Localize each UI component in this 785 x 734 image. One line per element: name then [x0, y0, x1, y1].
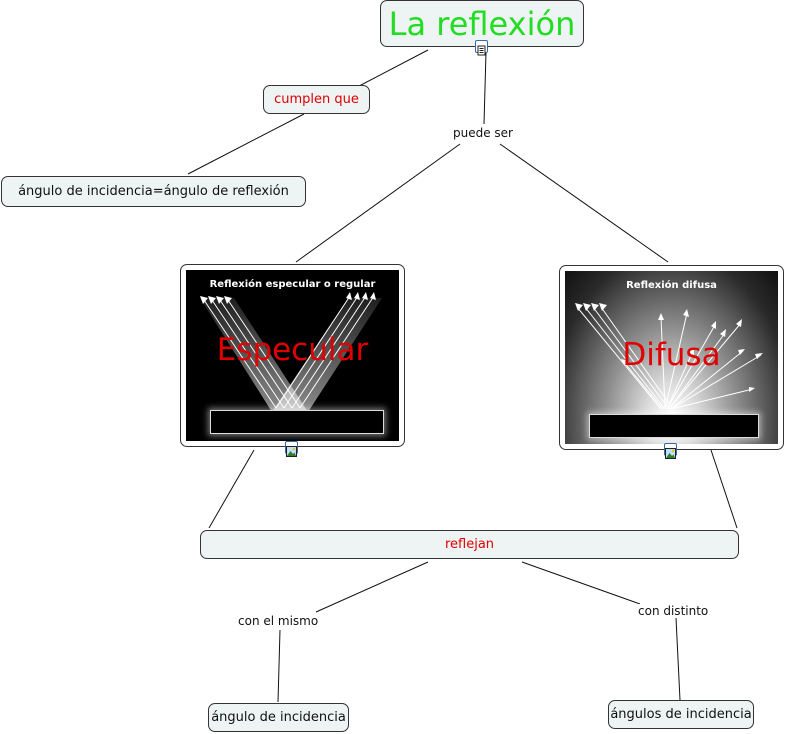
specular-reflection-illustration	[200, 292, 382, 412]
cumplen-que-node[interactable]: cumplen que	[263, 85, 370, 114]
title-node[interactable]: La reflexión	[380, 0, 584, 47]
cumplen-que-label: cumplen que	[274, 92, 359, 107]
page-title: La reflexión	[388, 4, 576, 43]
link-specular-reflejan	[208, 449, 255, 529]
specular-reflection-image: Reflexión especular o regular Especular	[186, 270, 399, 441]
link-puede-diffuse	[499, 143, 669, 263]
specular-image-node[interactable]: Reflexión especular o regular Especular	[180, 264, 405, 447]
diffuse-caption: Reflexión difusa	[626, 280, 717, 291]
link-mismo-angle	[277, 629, 281, 703]
link-cumplen-angle	[187, 113, 305, 175]
image-icon[interactable]	[285, 441, 298, 457]
link-distinto-angles	[675, 617, 681, 701]
puede-ser-label: puede ser	[451, 126, 515, 140]
link-reflejan-mismo	[315, 561, 429, 613]
different-angles-node[interactable]: ángulos de incidencia	[608, 700, 754, 729]
link-reflejan-distinto	[521, 561, 641, 605]
same-angle-node[interactable]: ángulo de incidencia	[208, 703, 349, 732]
diffuse-reflection-illustration	[575, 303, 763, 410]
different-angles-label: ángulos de incidencia	[610, 707, 752, 722]
specular-mirror-surface	[210, 410, 384, 434]
specular-caption: Reflexión especular o regular	[209, 279, 376, 290]
link-puede-specular	[295, 143, 461, 263]
link-diffuse-reflejan	[710, 449, 738, 529]
angle-equality-node[interactable]: ángulo de incidencia=ángulo de reflexión	[1, 176, 306, 207]
reflejan-node[interactable]: reflejan	[200, 530, 739, 559]
reflejan-label: reflejan	[444, 537, 495, 552]
angle-equality-label: ángulo de incidencia=ángulo de reflexión	[18, 184, 289, 199]
diffuse-mirror-surface	[589, 414, 759, 438]
diffuse-reflection-image: Reflexión difusa Difusa	[565, 271, 778, 444]
con-distinto-label: con distinto	[636, 604, 711, 618]
specular-overlay-label: Especular	[216, 332, 369, 368]
same-angle-label: ángulo de incidencia	[211, 710, 346, 725]
image-icon[interactable]	[664, 443, 677, 459]
con-el-mismo-label: con el mismo	[236, 614, 321, 628]
link-title-puede	[483, 51, 487, 125]
document-icon[interactable]	[475, 40, 488, 56]
diffuse-image-node[interactable]: Reflexión difusa Difusa	[559, 265, 784, 450]
diffuse-overlay-label: Difusa	[622, 337, 721, 373]
